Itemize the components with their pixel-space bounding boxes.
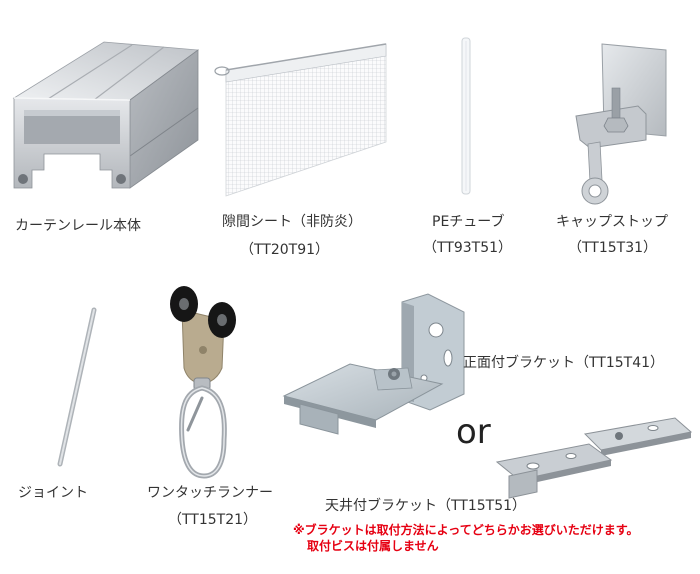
bracket-note-line2: 取付ビスは付属しません [307, 539, 439, 553]
ceiling-bracket-label: 天井付ブラケット（TT15T51） [325, 498, 527, 514]
gap-sheet-image [212, 40, 390, 200]
pe-tube-code: （TT93T51） [423, 240, 513, 256]
front-bracket-image [278, 292, 472, 438]
ceiling-bracket-image [493, 412, 693, 508]
joint-image [46, 302, 102, 472]
or-separator: or [456, 412, 491, 452]
runner-image [158, 280, 246, 480]
curtain-rail-image [8, 36, 203, 198]
bracket-note-line1: ※ブラケットは取付方法によってどちらかお選びいただけます。 [293, 523, 639, 537]
runner-code: （TT15T21） [168, 512, 258, 528]
cap-stop-code: （TT15T31） [568, 240, 658, 256]
cap-stop-label: キャップストップ [556, 214, 668, 230]
runner-label: ワンタッチランナー [147, 485, 273, 501]
cap-stop-image [566, 40, 670, 220]
gap-sheet-code: （TT20T91） [240, 242, 330, 258]
gap-sheet-label: 隙間シート（非防炎） [222, 214, 362, 230]
curtain-rail-label: カーテンレール本体 [15, 218, 141, 234]
front-bracket-label: 正面付ブラケット（TT15T41） [463, 355, 665, 371]
pe-tube-image [456, 36, 476, 198]
joint-label: ジョイント [18, 485, 88, 501]
pe-tube-label: PEチューブ [432, 214, 505, 230]
